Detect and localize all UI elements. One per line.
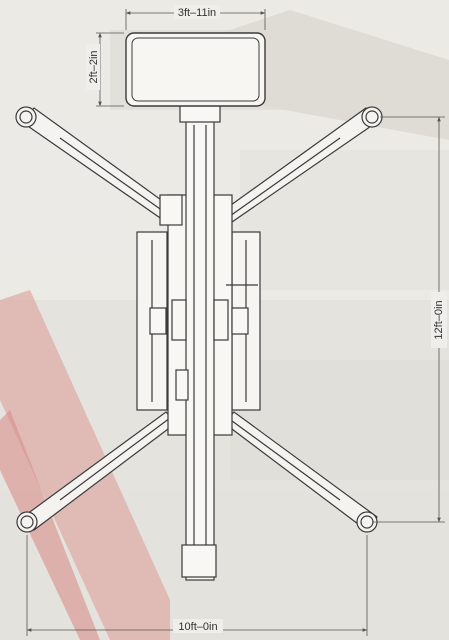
label-platform-width: 3ft–11in: [178, 7, 216, 19]
outrigger-top-right: [223, 106, 383, 223]
label-outrigger-length: 12ft–0in: [433, 300, 445, 339]
main-boom: [185, 119, 215, 581]
chassis-boom: [149, 99, 258, 581]
outrigger-bottom-left: [16, 411, 177, 533]
label-outrigger-width: 10ft–0in: [178, 621, 217, 633]
platform-basket: [125, 32, 266, 107]
label-platform-depth: 2ft–2in: [88, 50, 100, 83]
